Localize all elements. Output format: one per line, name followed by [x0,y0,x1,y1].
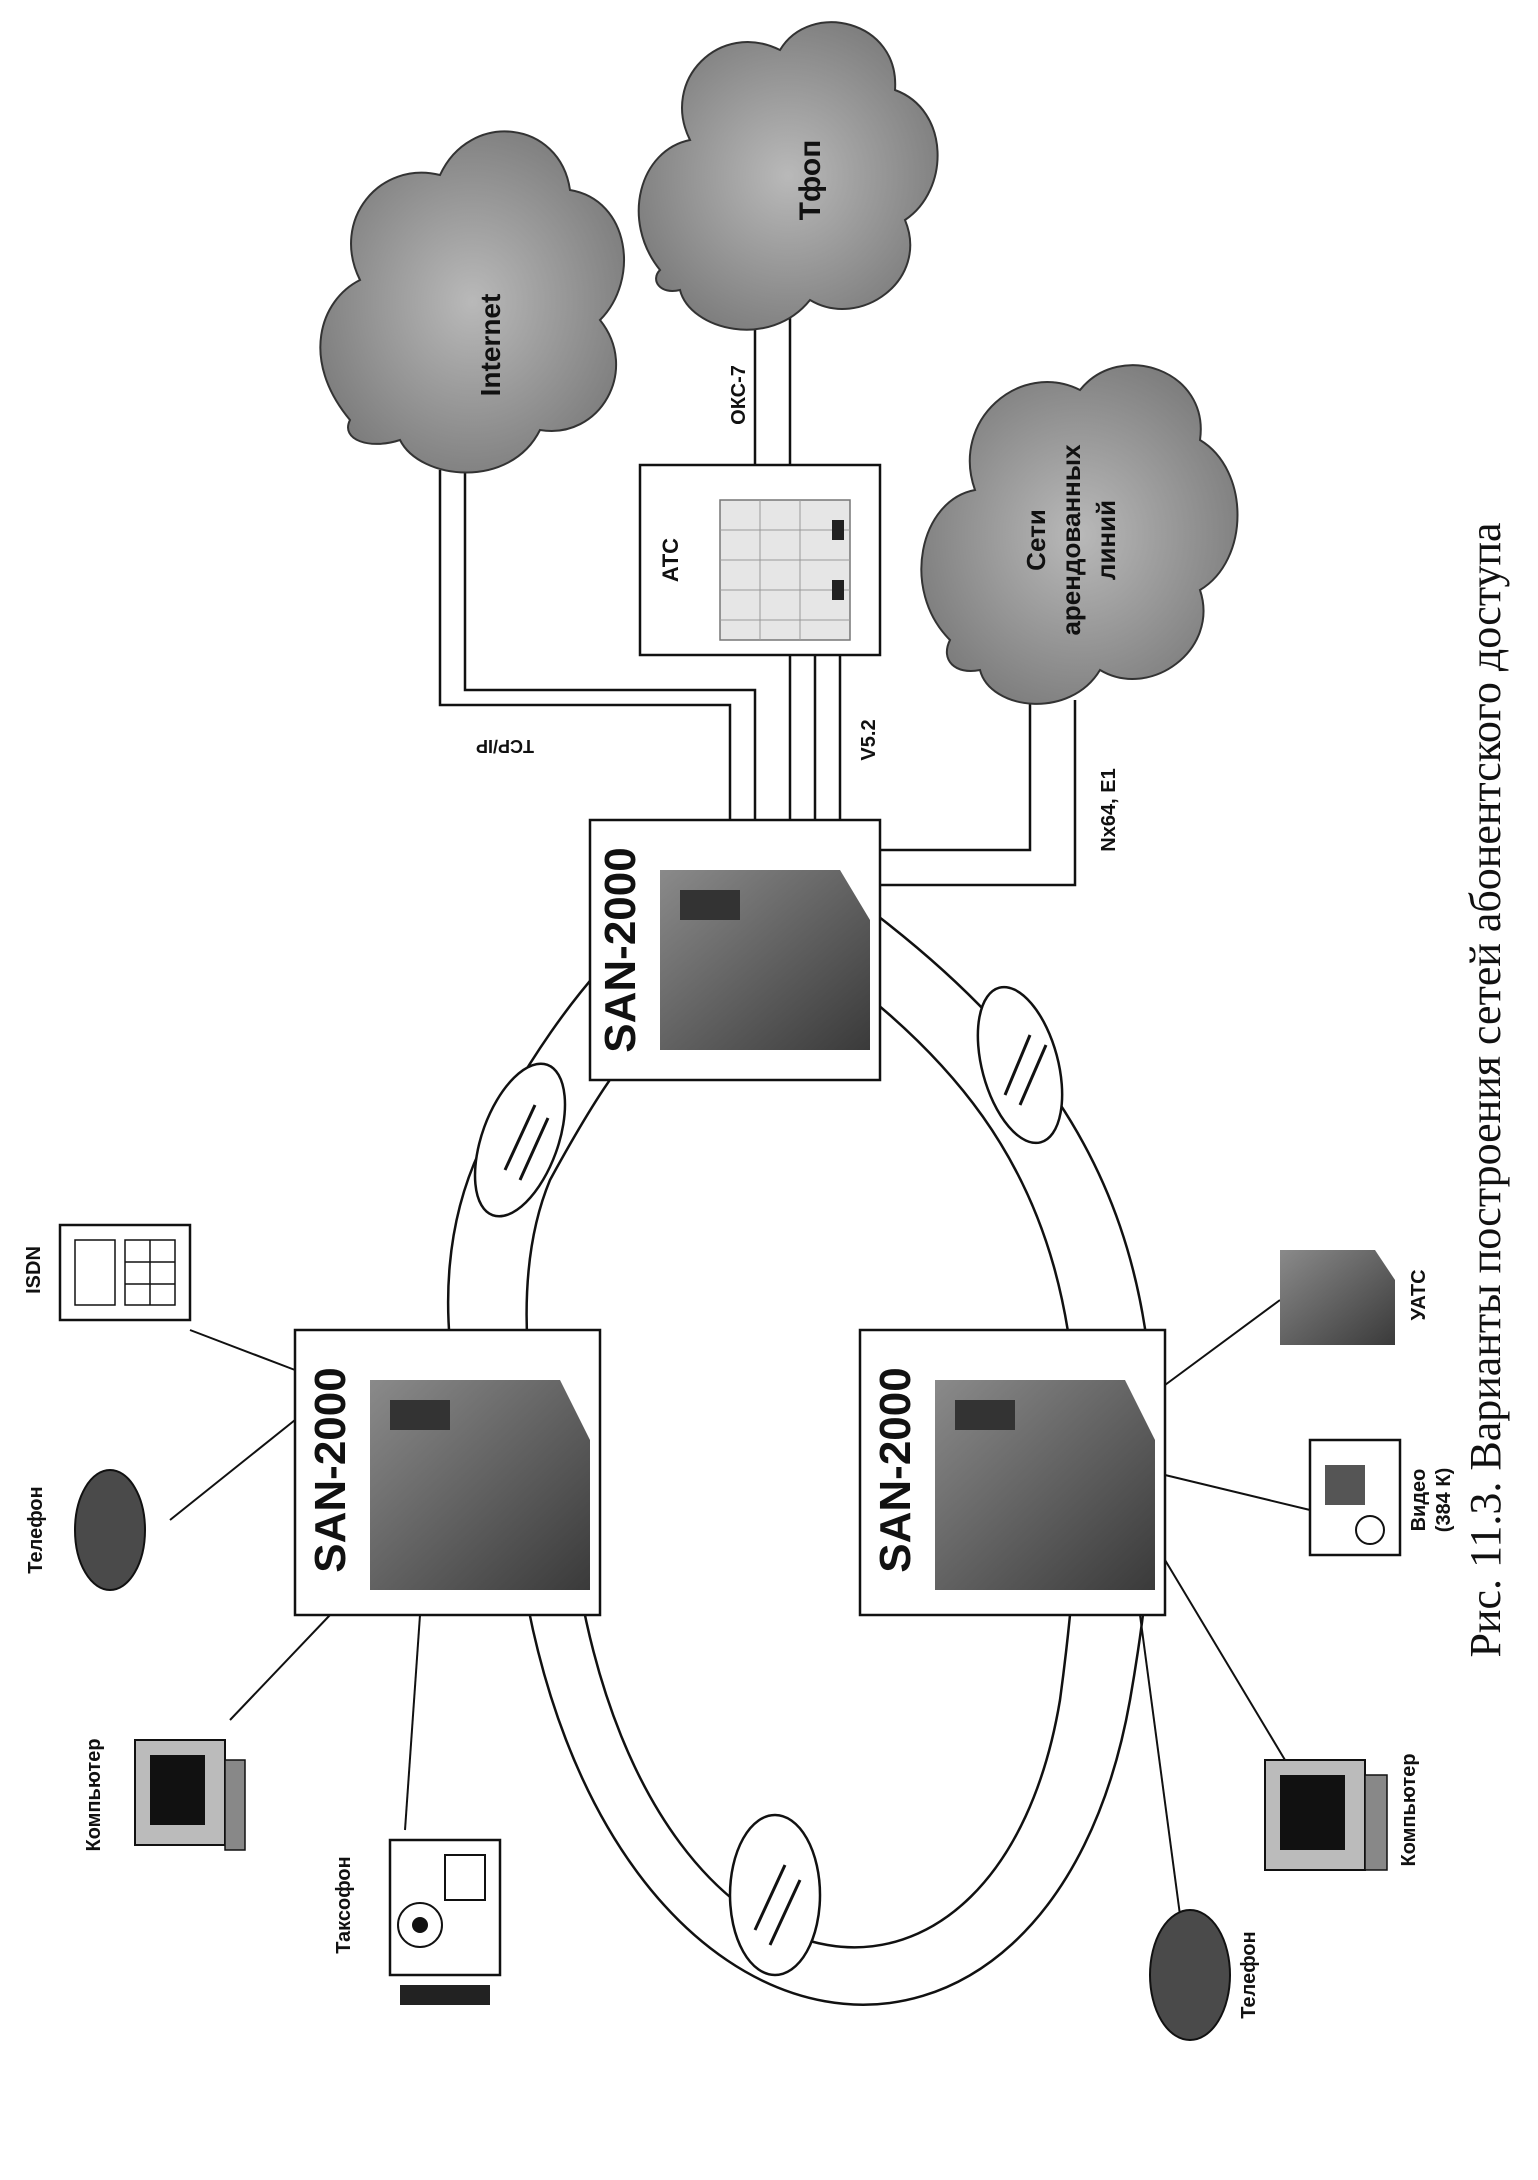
leased-label-1: Сети [1021,509,1051,571]
tfop-cloud: Тфоп [637,21,939,331]
uplinks [438,310,1077,887]
tcpip-label: TCP/IP [476,736,534,756]
video-device: Видео (384 К) [1308,1438,1455,1557]
phone-left-device: Телефон [25,1469,146,1591]
internet-label: Internet [475,294,506,397]
san-left-label: SAN-2000 [306,1367,355,1572]
repeater-bottom [728,1813,822,1977]
video-label-1: Видео [1408,1469,1430,1532]
left-device-links [169,1329,421,1831]
oks7-label: ОКС-7 [728,365,750,425]
phone-left-label: Телефон [25,1486,47,1573]
phone-right-device: Телефон [1149,1909,1260,2041]
uats-label: УАТС [1408,1269,1430,1320]
payphone-device: Таксофон [333,1838,502,2005]
san-top-label: SAN-2000 [596,847,645,1052]
leased-lines-cloud: Сети арендованных линий [920,364,1239,705]
leased-label-2: арендованных [1056,444,1086,636]
san-node-left: SAN-2000 [293,1328,602,1617]
san-right-label: SAN-2000 [871,1367,920,1572]
computer-right-label: Компьютер [1398,1753,1420,1866]
repeater-right [976,985,1064,1145]
phone-right-label: Телефон [1238,1931,1260,2018]
right-device-links [1139,1299,1311,1916]
computer-left-device: Компьютер [83,1738,246,1852]
computer-left-label: Компьютер [83,1738,105,1851]
isdn-label: ISDN [23,1246,45,1294]
figure-caption: Рис. 11.3. Варианты построения сетей або… [1461,522,1510,1657]
computer-right-device: Компьютер [1264,1753,1420,1871]
san-node-right: SAN-2000 [858,1328,1167,1617]
atc-label: АТС [658,538,683,582]
isdn-device: ISDN [23,1223,192,1322]
repeater-left [473,1062,567,1218]
leased-label-3: линий [1091,500,1121,580]
payphone-label: Таксофон [333,1856,355,1953]
nx64-label: Nx64, E1 [1098,768,1120,851]
atc-exchange: АТС [638,463,882,657]
uats-device: УАТС [1280,1250,1430,1345]
v52-label: V5.2 [858,719,880,760]
tfop-label: Тфоп [794,140,827,221]
san-node-top: SAN-2000 [588,818,882,1082]
internet-cloud: Internet [319,130,625,474]
video-label-2: (384 К) [1433,1468,1455,1532]
